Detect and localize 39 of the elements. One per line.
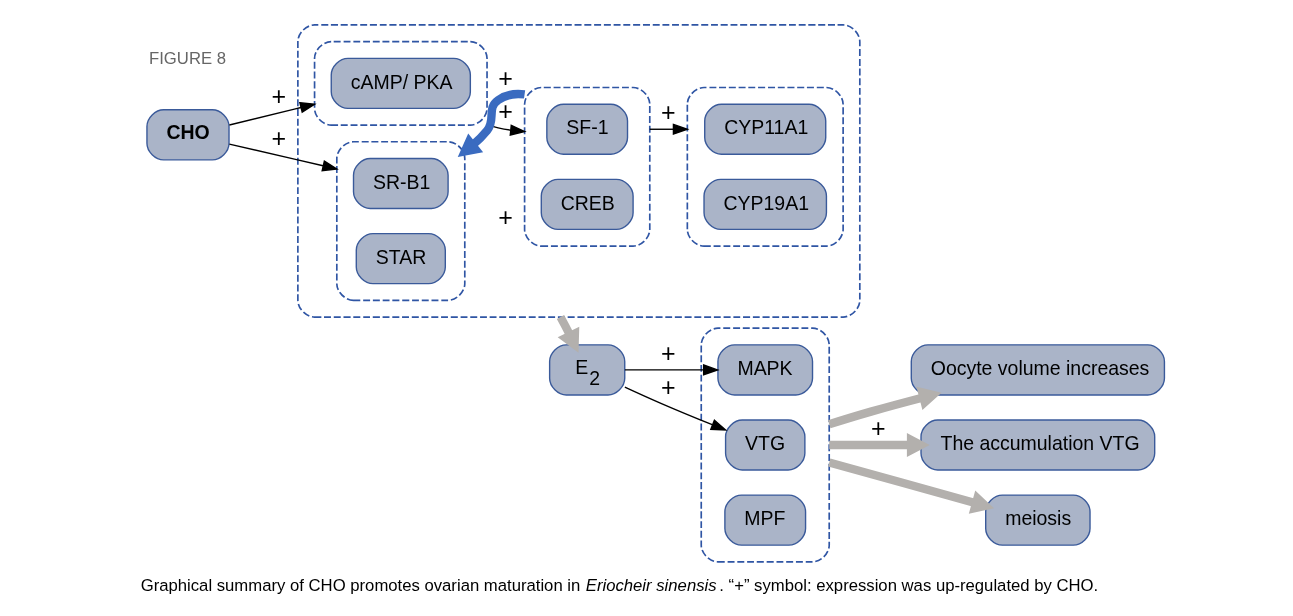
node-box: STAR (355, 232, 446, 285)
arrow (623, 386, 727, 431)
cluster (686, 86, 844, 247)
node-box: CREB (540, 178, 634, 231)
node-box: CHO (145, 109, 230, 161)
edge-label: + (660, 98, 676, 127)
edge-label: + (497, 63, 513, 92)
arrow (556, 315, 579, 353)
node-box: SR-B1 (352, 157, 449, 210)
arrow (828, 432, 930, 457)
node-box: Oocyte volume increases (910, 344, 1165, 396)
cluster (523, 86, 651, 247)
cluster (313, 40, 488, 126)
node-box: CYP11A1 (703, 103, 826, 155)
arrow (623, 364, 720, 376)
node-box: cAMP/ PKA (330, 57, 471, 110)
arrow (228, 101, 317, 126)
edge-label: + (270, 81, 286, 110)
edge-label: + (497, 202, 513, 231)
edge-label: + (660, 339, 676, 368)
node-box: CYP19A1 (702, 178, 827, 231)
caption: Graphical summary of CHO promotes ovarian maturation in Eriocheir sinensis. “+” symbol: expression was up-regulated by CHO. (140, 575, 1098, 595)
cluster (335, 140, 466, 302)
label: FIGURE 8 (148, 49, 226, 69)
edge-label: + (497, 97, 513, 126)
arrow (228, 143, 339, 172)
node-box: MPF (723, 494, 806, 546)
node-box: MAPK (716, 344, 813, 396)
edge-label: + (660, 372, 676, 401)
arrow (648, 123, 689, 136)
arrow (827, 458, 994, 514)
node-box: SF-1 (545, 103, 628, 155)
arrow (827, 386, 942, 429)
arrow (457, 89, 525, 158)
node-box: The accumulation VTG (919, 419, 1155, 471)
edge-label: + (870, 414, 886, 443)
node-box: VTG (724, 419, 806, 471)
node-box: meiosis (984, 494, 1091, 546)
edge-label: + (270, 123, 286, 152)
